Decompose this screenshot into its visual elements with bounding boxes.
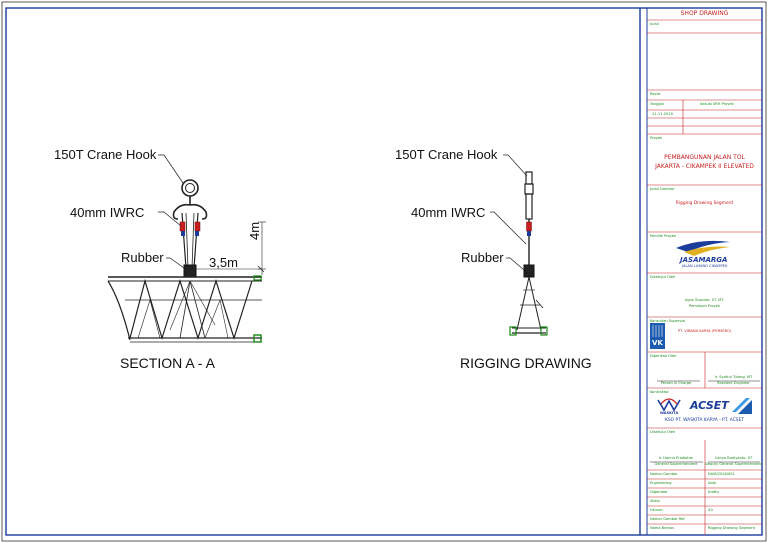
vk-logo-box xyxy=(650,323,665,349)
inner-border xyxy=(5,7,763,536)
contractor-label: Kontraktor xyxy=(650,390,669,394)
row-label-engineering: Engineering xyxy=(650,481,672,485)
consultant-name: PT. VIRAMA KARYA (PERSERO) xyxy=(678,329,732,333)
row-value-file-name: Rigging Drawing Segment xyxy=(708,526,756,530)
jasamarga-logo xyxy=(676,240,730,256)
owner-approval-label: Disetujui Oleh xyxy=(650,275,676,279)
drawing-title: Rigging Drawing Segment xyxy=(675,201,734,206)
left-rubber-label: Rubber xyxy=(121,250,164,265)
contractor-role-right: Deputy General Superintendent xyxy=(705,462,763,466)
consultant-role-left: Person in Charge xyxy=(660,381,692,385)
contractor-person-right: Cahyo Budiyanto, ST xyxy=(714,456,753,460)
right-iwrc-label: 40mm IWRC xyxy=(411,205,486,220)
consultant-label: Konsultan Supervisi xyxy=(650,319,686,323)
field-title-label: Judul xyxy=(650,22,659,26)
row-value-size: A3 xyxy=(708,508,713,512)
right-hook-label: 150T Crane Hook xyxy=(395,147,498,162)
left-hook-label: 150T Crane Hook xyxy=(54,147,157,162)
contractor-role-left: General Superintendent xyxy=(654,462,698,466)
owner-role: Pemimpin Proyek xyxy=(688,304,721,308)
date-label: Tanggal xyxy=(650,102,664,106)
rigging-drawing-caption: RIGGING DRAWING xyxy=(460,355,592,371)
waskita-logo-mark xyxy=(657,398,681,412)
row-label-size: Ukuran xyxy=(650,508,663,512)
owner-logo-subtext: JALAN LAYANG CIKAMPEK xyxy=(682,264,728,268)
row-label-reference: Nomor Gambar Ref xyxy=(650,517,685,521)
title-block-grid xyxy=(647,19,762,535)
consultant-person-right: Ir. Syafrul Tulang, MT xyxy=(714,375,753,379)
date-value: 11-11-2016 xyxy=(652,112,673,116)
row-label-scale: Skala xyxy=(650,499,660,503)
revision-description: Sesuai SRH Proyek xyxy=(700,102,734,106)
owner-person: Agus Susanto, ST. MT. xyxy=(684,298,725,302)
row-label-file-name: Nama Berkas xyxy=(650,526,674,530)
acset-logo-mark xyxy=(732,398,752,414)
contractor-person-left: Ir. Hanna Pradiatim xyxy=(658,456,694,460)
left-iwrc-label: 40mm IWRC xyxy=(70,205,145,220)
row-label-drawing-number: Nomor Gambar xyxy=(650,472,678,476)
right-rubber-label: Rubber xyxy=(461,250,504,265)
consultant-role-right: Resident Engineer xyxy=(717,381,750,385)
revision-label: Revisi xyxy=(650,92,661,96)
project-line-2: JAKARTA - CIKAMPEK II ELEVATED xyxy=(655,163,754,170)
section-a-a-drawing xyxy=(107,154,266,343)
row-value-engineering: Aldo xyxy=(708,481,716,485)
title-block-header: SHOP DRAWING xyxy=(680,10,729,17)
drawing-title-label: Judul Gambar xyxy=(650,187,675,191)
height-dimension-label: 4m xyxy=(247,221,262,240)
project-line-1: PEMBANGUNAN JALAN TOL xyxy=(664,154,745,161)
rigging-drawing xyxy=(490,154,548,336)
consultant-approval-label: Diperiksa Oleh xyxy=(650,354,677,358)
project-label: Proyek xyxy=(650,136,663,140)
width-dimension-label: 3,5m xyxy=(209,255,238,270)
owner-logo-text: JASAMARGA xyxy=(680,256,728,264)
row-label-drawn-by: Digambar xyxy=(650,490,668,494)
section-a-a-caption: SECTION A - A xyxy=(120,355,215,371)
contractor-name: KSO PT. WASKITA KARYA - PT. ACSET xyxy=(664,418,745,423)
row-value-drawn-by: Arofiq xyxy=(708,490,719,494)
row-value-drawing-number: NUM/2016/001 xyxy=(708,472,735,476)
consultant-logo: VK xyxy=(652,339,663,347)
owner-label: Pemilik Proyek xyxy=(650,234,677,238)
contractor-approval-label: Disetujui Oleh xyxy=(650,430,676,434)
contractor-logo-left: WASKITA xyxy=(660,411,679,415)
contractor-logo-right: ACSET xyxy=(690,399,729,412)
